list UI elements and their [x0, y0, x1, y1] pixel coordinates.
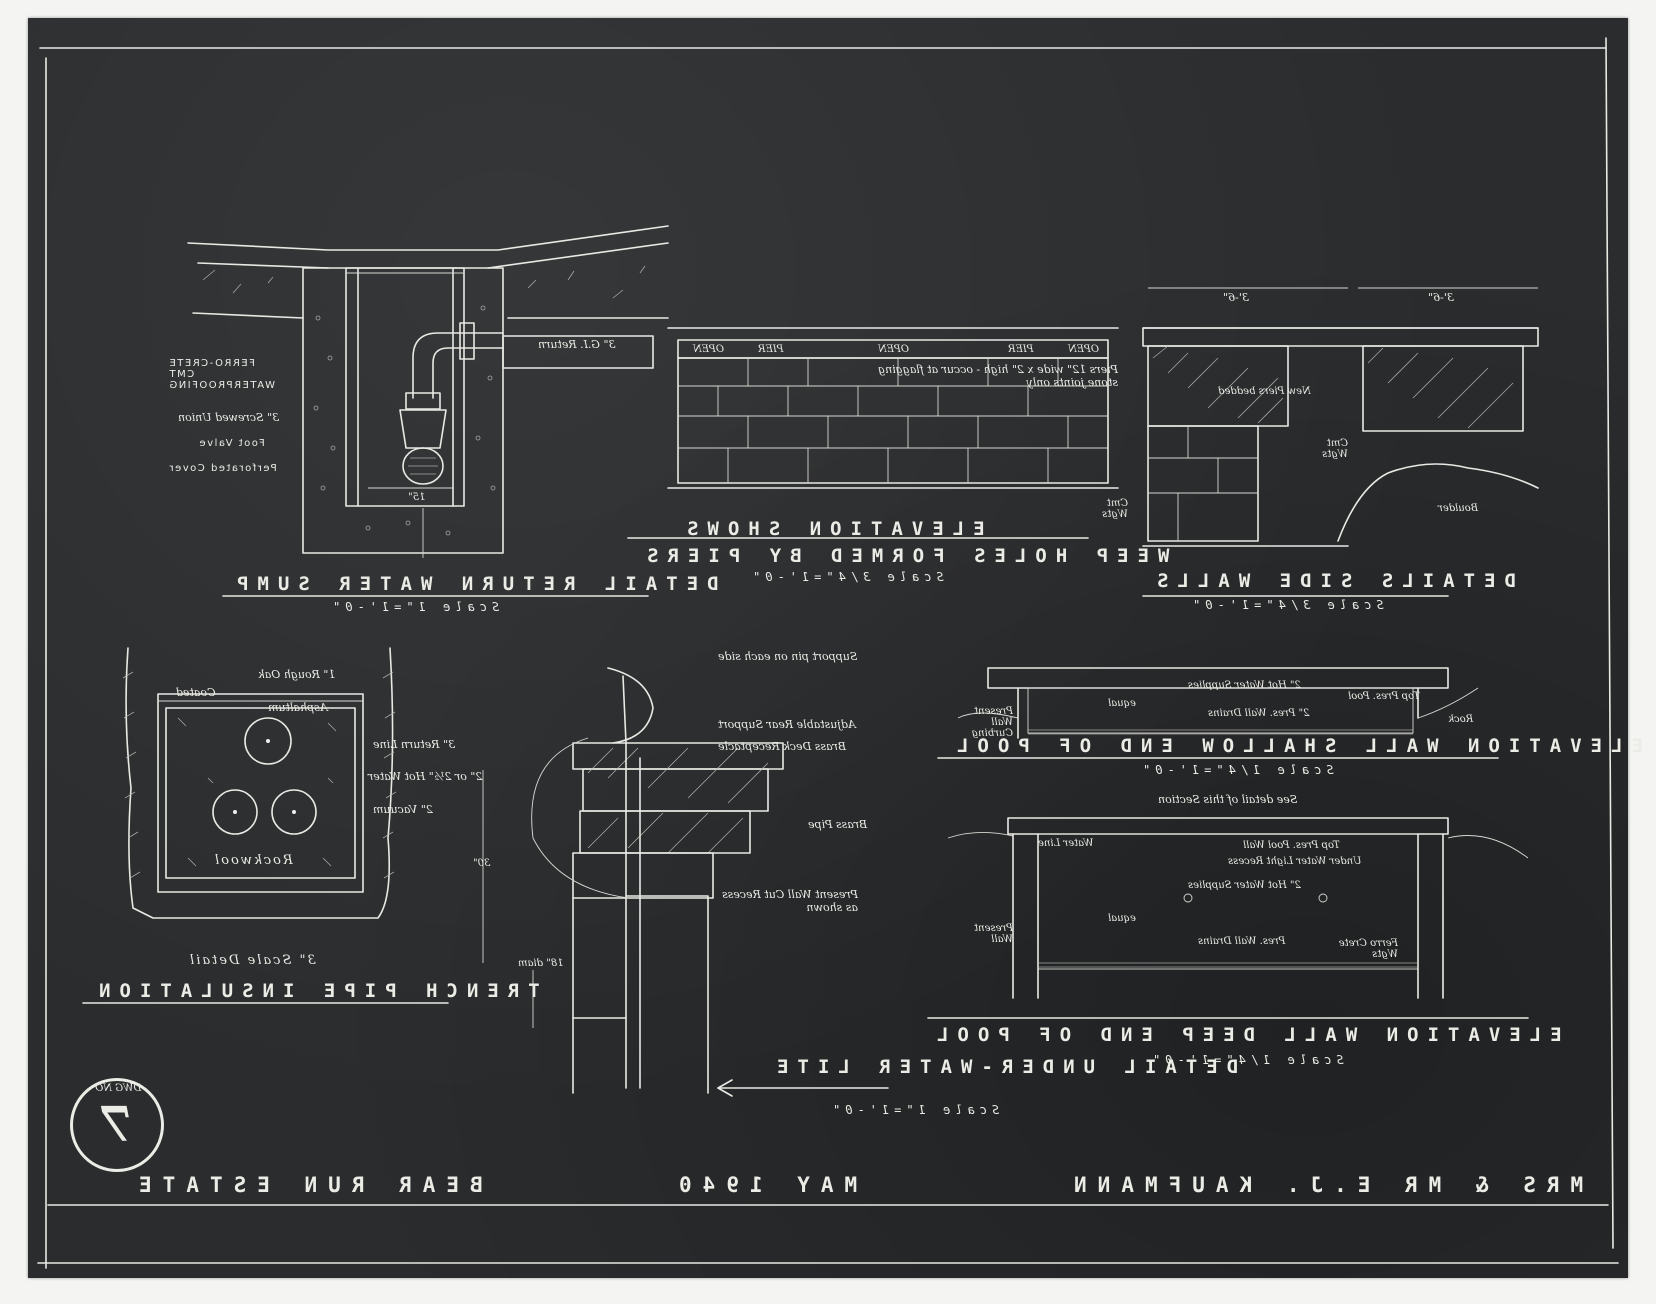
drawing-number: 7	[100, 1097, 134, 1153]
footer-date: MAY 1940	[668, 1173, 858, 1197]
shallow-equal-note: equal	[1108, 698, 1136, 709]
trench-title: TRENCH PIPE INSULATION	[90, 980, 540, 1002]
trench-vacuum-label: 2" Vacuum	[373, 803, 433, 816]
trench-insulation-detail	[122, 647, 397, 919]
lite-diam-dim: 18" diam	[518, 958, 564, 969]
deep-end-elevation	[927, 817, 1529, 1019]
lite-scale: Scale 1"=1'-0"	[828, 1103, 1000, 1117]
weep-title: WEEP HOLES FORMED BY PIERS	[638, 545, 1170, 567]
sheet-border	[37, 37, 1619, 1269]
deep-present-label: Present Wall	[974, 923, 1013, 945]
footer-client: MRS & MR E.J. KAUFMANN	[1063, 1173, 1584, 1197]
sump-detail	[187, 225, 669, 558]
shallow-rock-label: Rock	[1448, 714, 1474, 725]
drawing-linework	[37, 37, 1619, 1269]
shallow-supplies-note: 2" Hot Water Supplies	[1188, 680, 1301, 691]
sump-title: DETAIL RETURN WATER SUMP	[228, 573, 719, 595]
shallow-title: ELEVATION WALL SHALLOW END OF POOL	[948, 735, 1643, 757]
weep-subtitle: ELEVATION SHOWS	[678, 518, 985, 540]
weep-pier-2: PIER	[1008, 344, 1034, 355]
side-walls-detail	[1142, 287, 1539, 547]
deep-top-note: Top Pres. Pool Wall	[1243, 840, 1340, 851]
trench-oak-label: 1" Rough Oak	[258, 668, 336, 681]
weep-open-1: OPEN	[693, 344, 724, 355]
side-title: DETAILS SIDE WALLS	[1148, 570, 1516, 592]
sump-pipe-label: 3" G.I. Return	[538, 338, 616, 351]
side-dim-1: 3'-6"	[1223, 291, 1249, 304]
deep-ferro-label: Ferro Crete Wgts	[1338, 938, 1398, 960]
blueprint-sheet: DETAIL RETURN WATER SUMP Scale 1"=1'-0" …	[28, 18, 1643, 1278]
trench-return-label: 3" Return Line	[373, 738, 456, 751]
lite-rear-support-note: Adjustable Rear Support	[718, 718, 856, 731]
weep-holes-elevation	[627, 327, 1119, 539]
title-underlines	[82, 595, 1449, 1004]
shallow-drains-note: 2" Pres. Wall Drains	[1208, 708, 1310, 719]
sump-width-dim: 15"	[408, 492, 426, 503]
side-scale: Scale 3/4"=1'-0"	[1188, 598, 1384, 612]
deep-title: ELEVATION WALL DEEP END OF POOL	[928, 1024, 1562, 1046]
trench-rockwool-label: Rockwool	[213, 853, 293, 868]
weep-piers-note: Piers 12" wide x 2" high - occur at flag…	[878, 363, 1118, 389]
sump-cover-label: Perforated Cover	[168, 463, 277, 474]
deep-equal-note: equal	[1108, 913, 1136, 924]
trench-scale: 3" Scale Detail	[188, 953, 316, 968]
side-cmt-label: Cmt Wgts	[1322, 438, 1348, 460]
side-dim-2: 3'-6"	[1428, 291, 1454, 304]
side-boulder-label: Boulder	[1438, 503, 1479, 514]
sump-valve-label: Foot Valve	[198, 438, 265, 449]
trench-asphaltum-label: Asphaltum	[268, 701, 328, 714]
shallow-scale: Scale 1/4"=1'-0"	[1138, 763, 1334, 777]
weep-scale: Scale 3/4"=1'-0"	[748, 570, 944, 584]
weep-cmt-label: Cmt Wgts	[1102, 498, 1128, 520]
shallow-top-note: Top Pres. Pool	[1348, 691, 1420, 702]
drawing-number-badge: DWG NO 7	[70, 1078, 164, 1172]
sump-union-label: 3" Screwed Union	[178, 411, 280, 424]
lite-brass-pipe-note: Brass Pipe	[808, 818, 868, 831]
shallow-present-label: Present Wall Curbing	[971, 706, 1013, 739]
weep-open-2: OPEN	[878, 344, 909, 355]
deep-scale: Scale 1/4"=1'-0"	[1148, 1053, 1344, 1067]
underwater-lite-detail	[482, 667, 889, 1097]
footer-estate: BEAR RUN ESTATE	[128, 1173, 483, 1197]
deep-drains-note: Pres. Wall Drains	[1198, 936, 1286, 947]
weep-open-3: OPEN	[1068, 344, 1099, 355]
lite-wall-note: Present Wall Cut Recess as shown	[722, 888, 858, 914]
deep-waterline-label: Water Line	[1038, 838, 1094, 849]
lite-support-note: Support pin on each side	[718, 650, 858, 663]
sump-scale: Scale 1"=1'-0"	[328, 600, 500, 614]
trench-hot-label: 2" or 2½" Hot Water	[368, 770, 483, 783]
deep-supplies-note: 2" Hot Water Supplies	[1188, 880, 1301, 891]
lite-height-dim: 30"	[473, 858, 491, 869]
lite-brass-deck-note: Brass Deck Receptacle	[718, 740, 847, 753]
drawing-number-label: DWG NO	[95, 1083, 142, 1094]
trench-coated-label: Coated	[176, 686, 216, 699]
weep-pier-1: PIER	[758, 344, 784, 355]
deep-lights-note: Under Water Light Recess	[1228, 856, 1362, 867]
shallow-end-elevation	[937, 667, 1499, 759]
sump-waterproofing-label: FERRO-CRETE CMT WATERPROOFING	[168, 358, 275, 391]
deep-see-note: See detail of this Section	[1158, 793, 1298, 806]
side-bedded-note: New Piers bedded	[1218, 386, 1311, 397]
